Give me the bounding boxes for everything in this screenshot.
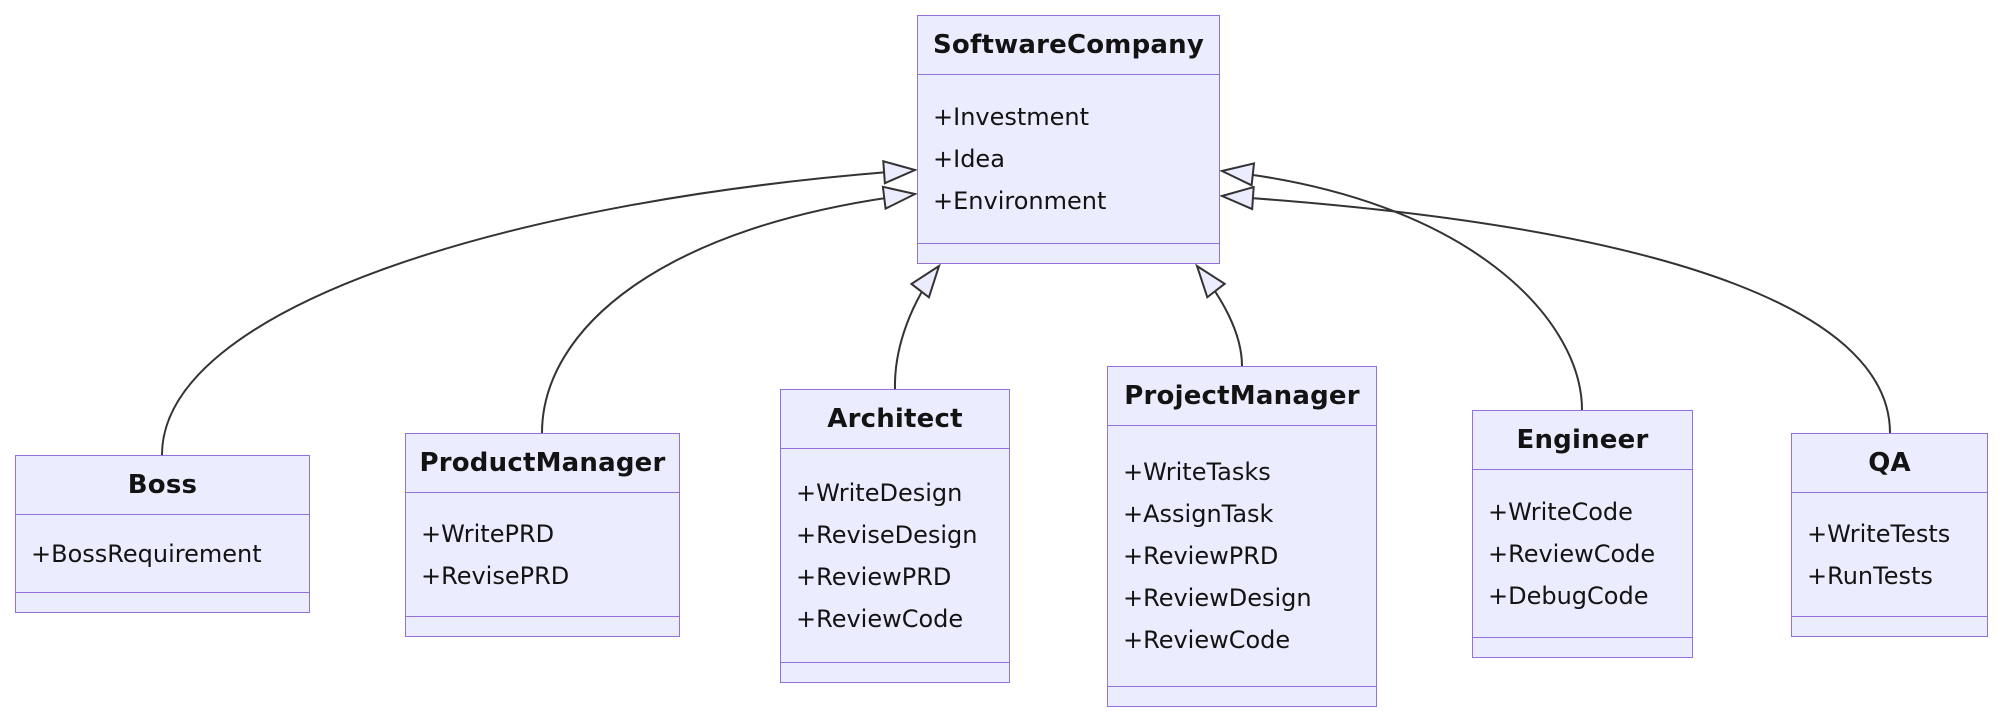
inheritance-edge-qa-to-softwarecompany (1219, 185, 1891, 434)
class-attribute: +AssignTask (1123, 500, 1274, 528)
class-name: QA (1792, 434, 1987, 493)
class-attribute: +ReviewPRD (796, 562, 952, 591)
class-attributes-section: +BossRequirement (16, 515, 309, 592)
class-attribute: +WriteTests (1807, 519, 1951, 548)
class-attribute: +Investment (933, 103, 1090, 131)
class-attribute: +ReviewPRD (1123, 542, 1279, 570)
class-attribute: +ReviewCode (1488, 539, 1656, 568)
class-box-productmanager: ProductManager +WritePRD +RevisePRD (405, 433, 680, 637)
class-attribute: +WriteCode (1488, 497, 1633, 526)
class-attribute: +BossRequirement (31, 539, 262, 568)
class-methods-empty-section (16, 592, 309, 612)
class-name: ProjectManager (1108, 367, 1376, 426)
class-name: Boss (16, 456, 309, 515)
class-box-engineer: Engineer +WriteCode +ReviewCode +DebugCode (1472, 410, 1693, 658)
class-methods-empty-section (406, 616, 679, 636)
class-name: Architect (781, 390, 1009, 449)
inheritance-edge-engineer-to-softwarecompany (1219, 162, 1583, 411)
class-attributes-section: +WriteTasks +AssignTask +ReviewPRD +ReviewD… (1108, 426, 1376, 686)
inheritance-edge-architect-to-softwarecompany (893, 263, 941, 390)
class-name: Engineer (1473, 411, 1692, 470)
class-attribute: +ReviewCode (796, 604, 964, 633)
class-attribute: +ReviewDesign (1123, 584, 1312, 612)
inheritance-edge-boss-to-softwarecompany (161, 159, 918, 456)
class-attribute: +Idea (933, 145, 1005, 173)
class-attributes-section: +WriteCode +ReviewCode +DebugCode (1473, 470, 1692, 637)
class-attributes-section: +Investment +Idea +Environment (918, 75, 1219, 243)
class-attribute: +RunTests (1807, 561, 1933, 590)
class-attribute: +RevisePRD (421, 561, 570, 590)
class-box-qa: QA +WriteTests +RunTests (1791, 433, 1988, 637)
class-attribute: +WriteTasks (1123, 458, 1271, 486)
class-attribute: +ReviseDesign (796, 520, 978, 549)
inheritance-edge-productmanager-to-softwarecompany (541, 185, 918, 434)
class-attribute: +WriteDesign (796, 478, 963, 507)
class-name: SoftwareCompany (918, 16, 1219, 75)
class-attributes-section: +WriteDesign +ReviseDesign +ReviewPRD +Revi… (781, 449, 1009, 662)
class-attribute: +Environment (933, 187, 1107, 215)
class-name: ProductManager (406, 434, 679, 493)
inheritance-edge-projectmanager-to-softwarecompany (1195, 263, 1243, 367)
class-attribute: +DebugCode (1488, 581, 1649, 610)
class-box-softwarecompany: SoftwareCompany +Investment +Idea +Environm… (917, 15, 1220, 264)
class-box-boss: Boss +BossRequirement (15, 455, 310, 613)
class-methods-empty-section (781, 662, 1009, 682)
class-box-architect: Architect +WriteDesign +ReviseDesign +Revie… (780, 389, 1010, 683)
class-box-projectmanager: ProjectManager +WriteTasks +AssignTask +Rev… (1107, 366, 1377, 707)
class-attribute: +WritePRD (421, 519, 555, 548)
class-methods-empty-section (1473, 637, 1692, 657)
class-methods-empty-section (918, 243, 1219, 263)
class-attributes-section: +WritePRD +RevisePRD (406, 493, 679, 616)
class-methods-empty-section (1108, 686, 1376, 706)
class-attributes-section: +WriteTests +RunTests (1792, 493, 1987, 616)
class-attribute: +ReviewCode (1123, 626, 1291, 654)
class-methods-empty-section (1792, 616, 1987, 636)
